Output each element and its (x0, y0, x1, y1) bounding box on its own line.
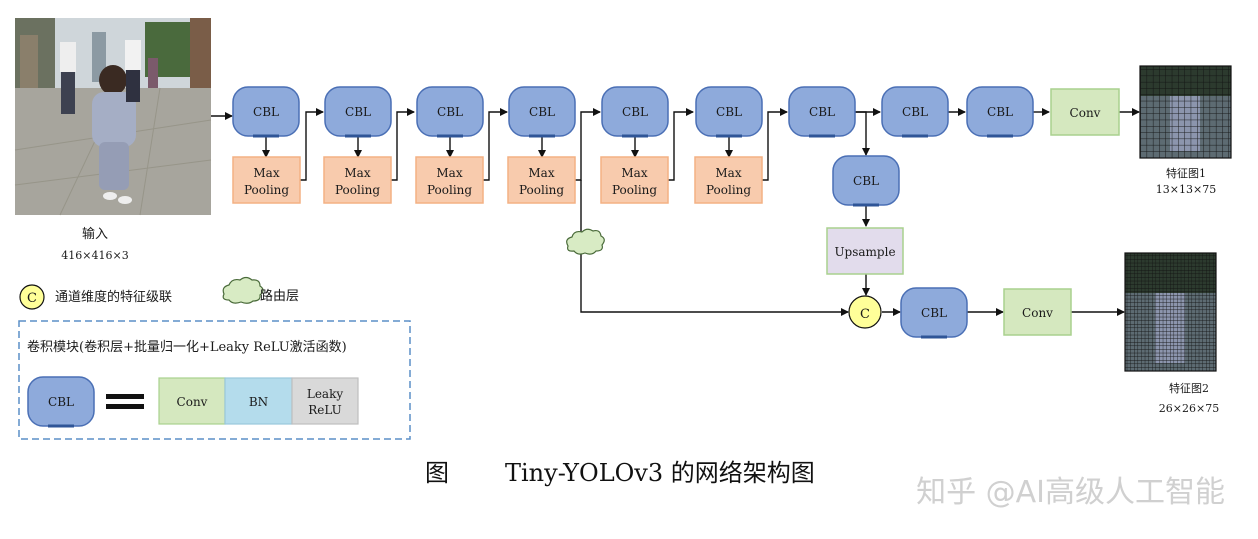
input-title: 输入 (82, 226, 108, 242)
upsample-block: Upsample (826, 227, 904, 275)
input-size: 416×416×3 (61, 249, 128, 262)
maxpool-label-line1: Max (715, 166, 741, 180)
module-conv: Conv (158, 377, 226, 425)
cbl-label: CBL (809, 105, 835, 119)
cbl-block-9: CBL (966, 86, 1034, 138)
conv-block-top: Conv (1050, 88, 1120, 136)
conv-label: Conv (177, 395, 208, 409)
cloud-icon (222, 276, 264, 304)
cbl-block-5: CBL (601, 86, 669, 138)
cbl-block-7: CBL (788, 86, 856, 138)
cbl-label: CBL (529, 105, 555, 119)
maxpool-block-5: Max Pooling (600, 156, 669, 204)
leaky-label-line1: Leaky (307, 387, 343, 401)
maxpool-label-line2: Pooling (244, 183, 289, 197)
feature-map-1 (1139, 65, 1232, 159)
maxpool-label-line2: Pooling (706, 183, 751, 197)
cbl-label: CBL (716, 105, 742, 119)
cbl-label: CBL (253, 105, 279, 119)
upsample-label: Upsample (834, 245, 895, 259)
module-box-title: 卷积模块(卷积层+批量归一化+Leaky ReLU激活函数) (27, 339, 347, 355)
feature1-title: 特征图1 (1166, 166, 1206, 180)
maxpool-block-2: Max Pooling (323, 156, 392, 204)
cbl-block-2: CBL (324, 86, 392, 138)
maxpool-label-line1: Max (528, 166, 554, 180)
module-leaky-relu: Leaky ReLU (291, 377, 359, 425)
conv-label: Conv (1022, 306, 1053, 320)
cbl-label: CBL (902, 105, 928, 119)
legend-concat-text: 通道维度的特征级联 (55, 289, 172, 305)
maxpool-block-6: Max Pooling (694, 156, 763, 204)
maxpool-label-line2: Pooling (335, 183, 380, 197)
module-bn: BN (224, 377, 293, 425)
maxpool-label-line1: Max (436, 166, 462, 180)
watermark: 知乎 @AI高级人工智能 (916, 475, 1225, 510)
cbl-block-3: CBL (416, 86, 484, 138)
caption-prefix: 图 (425, 459, 449, 487)
input-image (14, 18, 212, 216)
feature-map-2 (1124, 252, 1217, 372)
connectors (211, 108, 1140, 316)
concat-node: C (848, 295, 882, 329)
cbl-block-6: CBL (695, 86, 763, 138)
cbl-block-bottom: CBL (900, 287, 968, 339)
bn-label: BN (249, 395, 268, 409)
maxpool-label-line2: Pooling (519, 183, 564, 197)
maxpool-label-line1: Max (253, 166, 279, 180)
cbl-block-1: CBL (232, 86, 300, 138)
conv-block-bottom: Conv (1003, 288, 1072, 336)
cbl-label: CBL (437, 105, 463, 119)
legend-route-text: 路由层 (260, 288, 299, 304)
legend-concat: C 通道维度的特征级联 (19, 284, 172, 310)
concat-symbol: C (27, 291, 37, 306)
cbl-label: CBL (345, 105, 371, 119)
conv-module-box: 卷积模块(卷积层+批量归一化+Leaky ReLU激活函数) CBL Conv … (18, 320, 411, 440)
maxpool-block-4: Max Pooling (507, 156, 576, 204)
feature2-size: 26×26×75 (1159, 402, 1219, 415)
route-layer-cloud-icon (566, 228, 605, 255)
legend-route: 路由层 (222, 276, 299, 304)
cbl-block-8: CBL (881, 86, 949, 138)
maxpool-label-line2: Pooling (612, 183, 657, 197)
conv-label: Conv (1070, 106, 1101, 120)
cbl-label: CBL (853, 174, 879, 188)
cbl-label: CBL (987, 105, 1013, 119)
maxpool-block-1: Max Pooling (232, 156, 301, 204)
maxpool-label-line2: Pooling (427, 183, 472, 197)
cbl-label: CBL (48, 395, 74, 409)
cbl-label: CBL (921, 306, 947, 320)
cbl-block-legend: CBL (27, 376, 95, 428)
maxpool-block-3: Max Pooling (415, 156, 484, 204)
leaky-label-line2: ReLU (308, 403, 342, 417)
maxpool-label-line1: Max (621, 166, 647, 180)
cbl-label: CBL (622, 105, 648, 119)
concat-symbol: C (860, 307, 870, 322)
feature1-size: 13×13×75 (1156, 183, 1216, 196)
equals-sign (106, 394, 144, 409)
caption-text: Tiny-YOLOv3 的网络架构图 (505, 459, 815, 487)
cbl-block-branch: CBL (832, 155, 900, 207)
cbl-block-4: CBL (508, 86, 576, 138)
maxpool-label-line1: Max (344, 166, 370, 180)
feature2-title: 特征图2 (1169, 381, 1209, 395)
